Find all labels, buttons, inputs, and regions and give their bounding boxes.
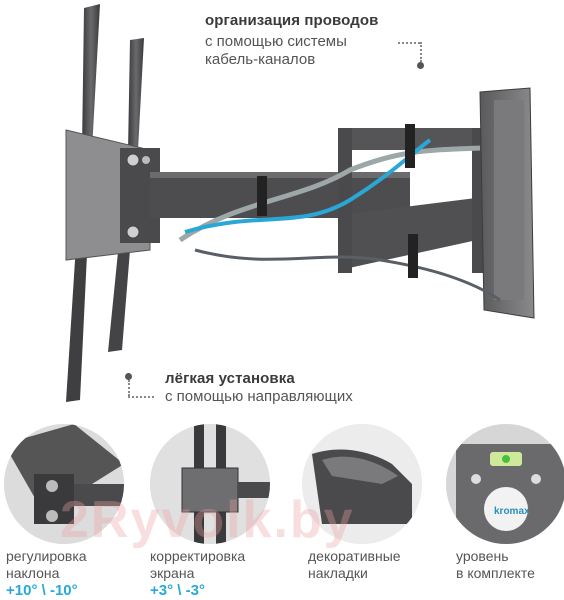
tv-rail-left <box>82 4 100 150</box>
thumb-level <box>446 424 564 544</box>
feature-tilt-value: +10° \ -10° <box>6 582 78 599</box>
feature-tilt-line1: регулировка <box>6 548 87 564</box>
callout-dot <box>125 373 132 380</box>
kromax-logo: kromax <box>494 506 530 517</box>
feature-correction-line1: корректировка <box>150 548 246 564</box>
feature-level-line1: уровень <box>456 548 509 564</box>
thumb-tilt <box>4 424 124 544</box>
callout-cable-title: организация проводов <box>205 12 379 29</box>
feature-correction-line2: экрана <box>150 565 195 581</box>
feature-covers-line1: декоративные <box>308 548 401 564</box>
callout-install-title: лёгкая установка <box>165 370 295 387</box>
feature-tilt-line2: наклона <box>6 565 60 581</box>
feature-correction-value: +3° \ -3° <box>150 582 205 599</box>
callout-install-line1: с помощью направляющих <box>165 388 353 405</box>
thumb-decorative-covers <box>302 424 422 544</box>
cable-clip <box>408 234 418 278</box>
mount-arm-lower <box>340 195 500 270</box>
feature-correction: корректировка экрана +3° \ -3° <box>150 548 245 599</box>
mount-arm-upper <box>150 172 410 218</box>
callout-connector <box>128 380 130 396</box>
feature-covers: декоративные накладки <box>308 548 401 582</box>
cable-dark <box>194 248 501 302</box>
callout-connector <box>398 42 420 44</box>
feature-covers-line2: накладки <box>308 565 368 581</box>
cable-clip <box>257 176 267 216</box>
feature-level: уровень в комплекте <box>456 548 535 582</box>
callout-cable-line2: кабель-каналов <box>205 51 316 68</box>
callout-dot <box>417 62 424 69</box>
cable-clip <box>405 124 415 168</box>
feature-level-line2: в комплекте <box>456 565 535 581</box>
callout-cable-line1: с помощью системы <box>205 33 347 50</box>
tv-mount-illustration <box>65 4 535 402</box>
watermark: 2Ryvolk.by <box>60 491 355 549</box>
callout-connector <box>128 396 154 398</box>
tv-rail-right <box>128 38 144 152</box>
callout-connector <box>420 42 422 62</box>
feature-tilt: регулировка наклона +10° \ -10° <box>6 548 87 599</box>
thumb-screen-correction <box>150 424 270 544</box>
cable-gray <box>178 145 481 243</box>
